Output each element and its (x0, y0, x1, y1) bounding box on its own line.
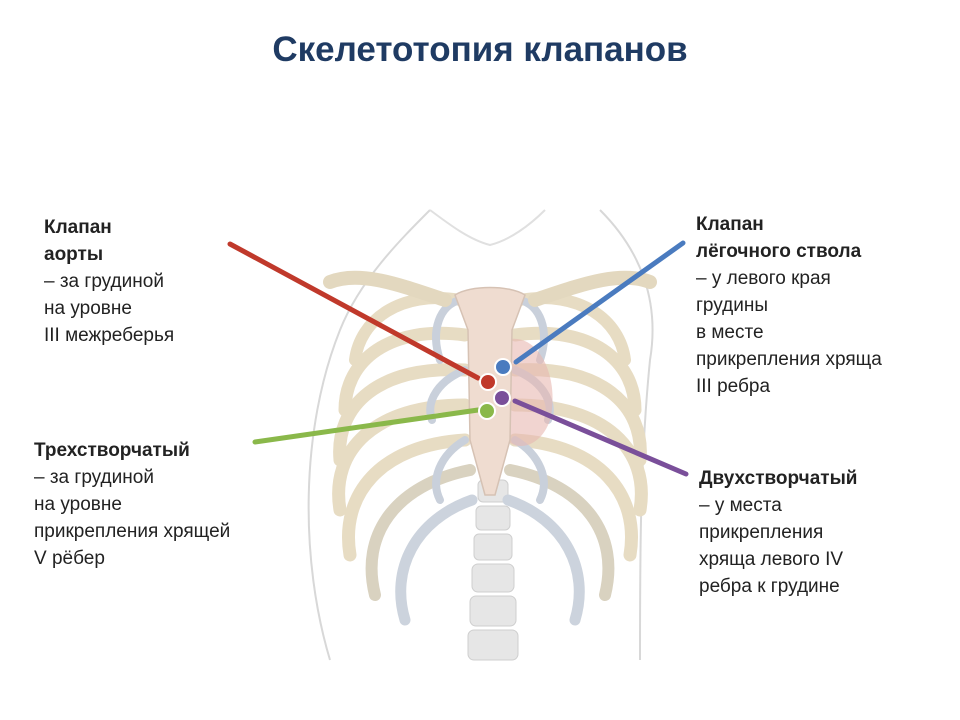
pulmonary-valve-label: Клапан лёгочного ствола – у левого края … (696, 211, 882, 400)
label-line: прикрепления (699, 522, 824, 543)
label-line: прикрепления хрящей (34, 521, 231, 542)
label-head: аорты (44, 244, 104, 265)
label-line: на уровне (44, 298, 132, 319)
heart-shape (500, 338, 553, 447)
label-head: Клапан (696, 214, 764, 235)
mitral-arrow (512, 398, 689, 477)
label-line: III межреберья (44, 325, 175, 346)
label-head: Трехстворчатый (34, 440, 190, 461)
label-line: V рёбер (34, 548, 105, 569)
label-line: хряща левого IV (699, 549, 844, 570)
tricuspid-valve-marker (478, 402, 496, 420)
label-line: – у левого края (696, 268, 831, 289)
mitral-valve-marker (493, 389, 511, 407)
label-line: ребра к грудине (699, 576, 840, 597)
label-line: III ребра (696, 376, 771, 397)
label-line: – за грудиной (44, 271, 164, 292)
label-head: лёгочного ствола (696, 241, 862, 262)
tricuspid-valve-label: Трехстворчатый – за грудиной на уровне п… (34, 437, 230, 572)
label-line: прикрепления хряща (696, 349, 882, 370)
mitral-valve-label: Двухстворчатый – у места прикрепления хр… (699, 465, 858, 600)
aortic-valve-marker (479, 373, 497, 391)
aortic-valve-label: Клапан аорты – за грудиной на уровне III… (44, 214, 174, 349)
label-line: – у места (699, 495, 782, 516)
label-line: грудины (696, 295, 769, 316)
clavicle-right (528, 270, 657, 307)
label-line: в месте (696, 322, 764, 343)
torso-outline (307, 209, 654, 661)
sternum (454, 286, 526, 496)
clavicle-left (323, 270, 452, 307)
pulmonary-valve-marker (494, 358, 512, 376)
tricuspid-arrow (252, 407, 481, 445)
label-line: на уровне (34, 494, 122, 515)
label-head: Клапан (44, 217, 112, 238)
label-head: Двухстворчатый (699, 468, 858, 489)
ribs-left (332, 292, 478, 626)
aortic-arrow (227, 241, 481, 381)
label-line: – за грудиной (34, 467, 154, 488)
pulmonary-arrow (513, 240, 686, 365)
spine (467, 479, 519, 661)
page-title: Скелетотопия клапанов (272, 30, 688, 69)
